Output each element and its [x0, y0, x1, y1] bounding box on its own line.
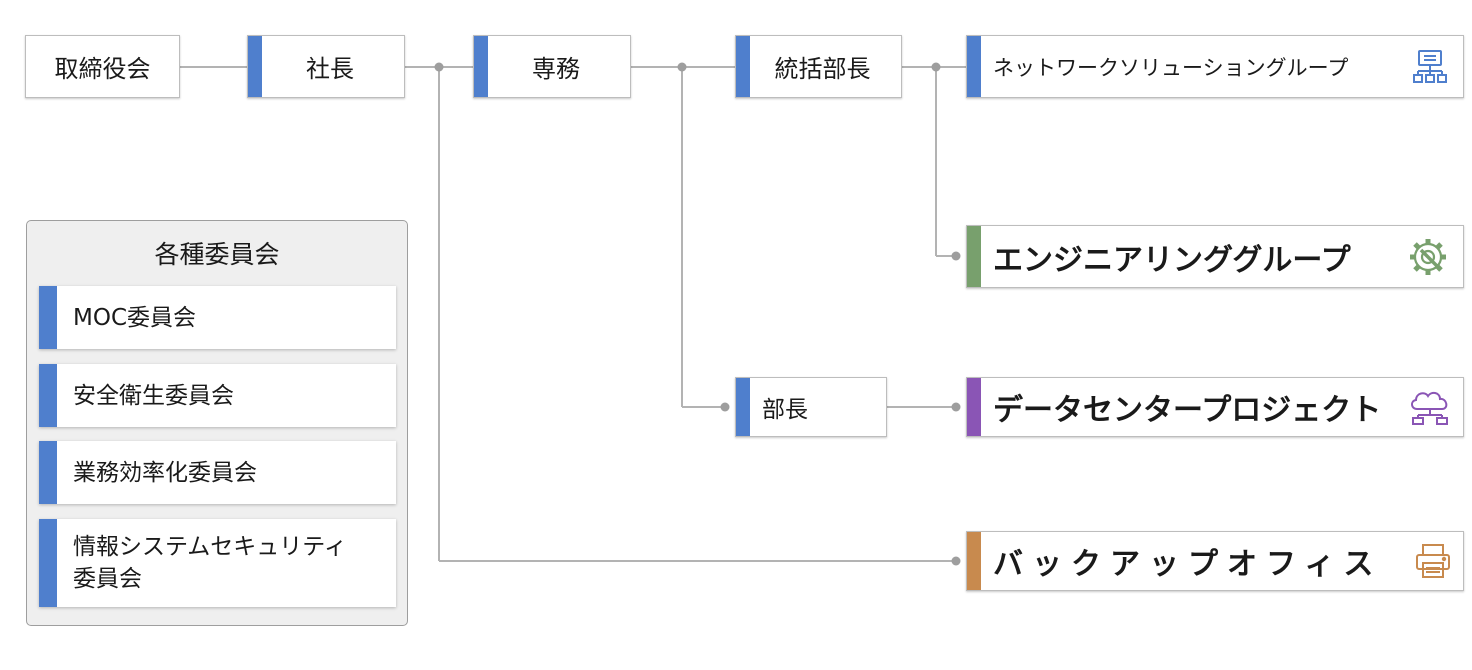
- endpoint-dot: [951, 402, 961, 412]
- committee-label: 情報システムセキュリティ 委員会: [73, 534, 347, 592]
- junction-dot: [677, 62, 687, 72]
- engineering-group-node: エンジニアリンググループ: [966, 225, 1464, 288]
- senior-md-label: 専務: [532, 55, 580, 83]
- general-manager-node: 統括部長: [735, 35, 902, 98]
- accent-bar: [967, 36, 981, 97]
- accent-bar: [967, 226, 981, 287]
- printer-icon: [1416, 544, 1450, 578]
- committee-label: 安全衛生委員会: [73, 382, 234, 409]
- committee-item: 情報システムセキュリティ 委員会: [39, 519, 396, 607]
- accent-bar: [967, 532, 981, 590]
- datacenter-project-label: データセンタープロジェクト: [993, 393, 1382, 428]
- accent-bar: [967, 378, 981, 436]
- endpoint-dot: [951, 251, 961, 261]
- gear-wrench-icon: [1410, 238, 1446, 275]
- network-group-label: ネットワークソリューショングループ: [993, 55, 1349, 80]
- manager-label: 部長: [762, 397, 808, 423]
- committees-panel: 各種委員会 MOC委員会 安全衛生委員会 業務効率化委員会 情報システムセキュリ…: [26, 220, 408, 626]
- committee-label: MOC委員会: [73, 304, 197, 331]
- endpoint-dot: [951, 556, 961, 566]
- general-manager-label: 統括部長: [774, 55, 871, 83]
- committees-title: 各種委員会: [154, 240, 280, 269]
- back-office-label: バックアップオフィス: [993, 547, 1383, 582]
- junction-dot: [931, 62, 941, 72]
- board-label: 取締役会: [54, 55, 151, 83]
- manager-node: 部長: [735, 377, 887, 437]
- accent-bar: [39, 441, 57, 504]
- senior-md-node: 専務: [473, 35, 631, 98]
- president-node: 社長: [247, 35, 405, 98]
- committee-label: 業務効率化委員会: [73, 459, 257, 486]
- junction-dot: [434, 62, 444, 72]
- network-group-node: ネットワークソリューショングループ: [966, 35, 1464, 98]
- accent-bar: [474, 36, 488, 97]
- accent-bar: [736, 36, 750, 97]
- endpoint-dot: [720, 402, 730, 412]
- committee-item: 業務効率化委員会: [39, 441, 396, 504]
- accent-bar: [736, 378, 750, 436]
- committee-item: 安全衛生委員会: [39, 364, 396, 427]
- accent-bar: [39, 364, 57, 427]
- engineering-group-label: エンジニアリンググループ: [993, 242, 1351, 278]
- committee-item: MOC委員会: [39, 286, 396, 349]
- network-hierarchy-icon: [1413, 49, 1447, 83]
- president-label: 社長: [306, 55, 354, 83]
- datacenter-project-node: データセンタープロジェクト: [966, 377, 1464, 437]
- accent-bar: [248, 36, 262, 97]
- board-node: 取締役会: [25, 35, 180, 98]
- accent-bar: [39, 286, 57, 349]
- back-office-node: バックアップオフィス: [966, 531, 1464, 591]
- accent-bar: [39, 519, 57, 607]
- cloud-network-icon: [1411, 391, 1448, 425]
